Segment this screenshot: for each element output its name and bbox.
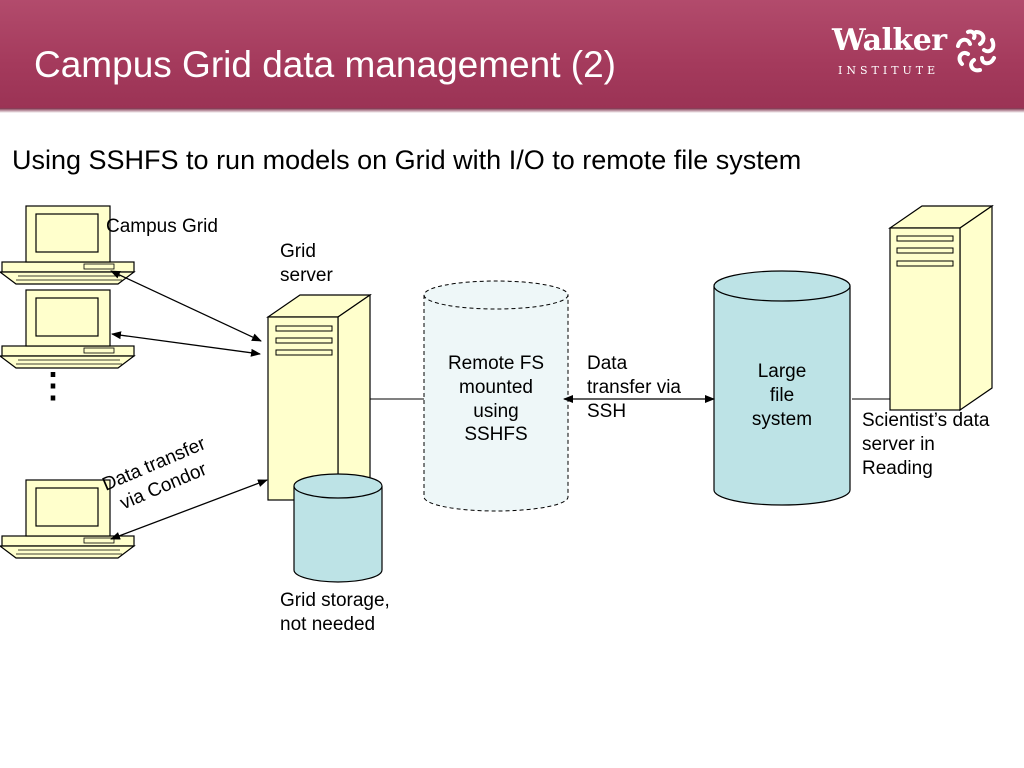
remote-fs-cylinder [423, 280, 569, 512]
slide-subtitle: Using SSHFS to run models on Grid with I… [12, 145, 802, 175]
scientist-server-tower [888, 204, 994, 412]
scientist-server-label: Scientist’s data server in Reading [862, 410, 990, 479]
large-fs-cylinder [713, 270, 851, 506]
campus-grid-label: Campus Grid [106, 216, 218, 237]
pc1-server-arrow [110, 270, 262, 342]
large-fs-label: Large file system [751, 361, 813, 430]
remote-fs-label: Remote FS mounted using SSHFS [447, 353, 545, 446]
grid-server-tower [266, 293, 372, 502]
ssh-transfer-label: Data transfer via SSH [587, 353, 681, 422]
campus-pc-2 [0, 289, 135, 369]
logo-wordmark: Walker [832, 23, 947, 58]
pc3-server-condor-arrow [110, 479, 268, 540]
swirl-logo-icon [956, 29, 996, 73]
slide-title: Campus Grid data management (2) [34, 44, 616, 85]
walker-institute-logo: Walker INSTITUTE [832, 26, 1002, 86]
title-banner: Campus Grid data management (2) Walker I… [0, 0, 1024, 108]
banner-divider [0, 108, 1024, 113]
pc2-server-arrow [111, 331, 261, 357]
logo-subtitle: INSTITUTE [838, 64, 940, 77]
more-computers-ellipsis: ⋮ [36, 367, 70, 405]
grid-storage-cylinder [293, 473, 383, 583]
grid-server-label: Grid server [280, 241, 333, 286]
grid-storage-label: Grid storage, not needed [280, 590, 390, 635]
